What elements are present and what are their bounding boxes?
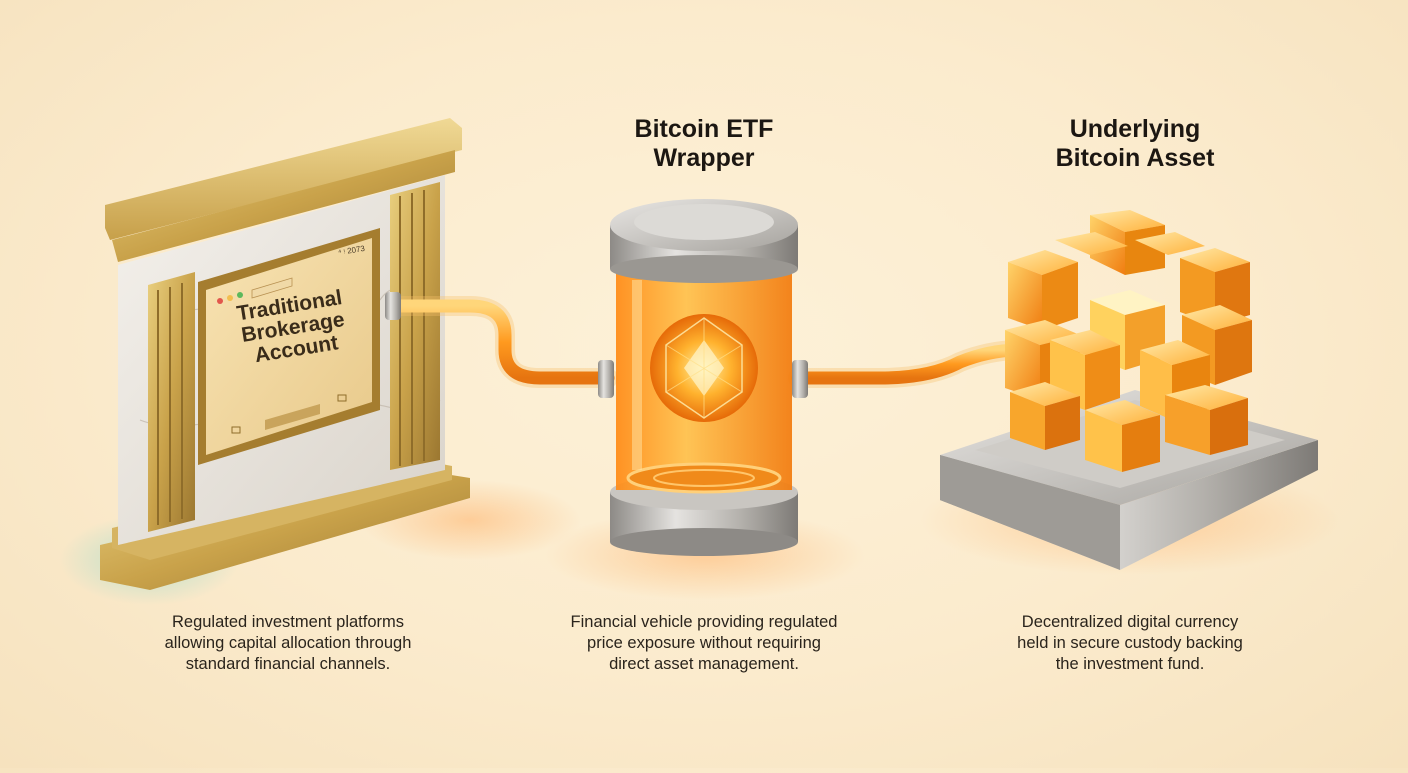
- etf-wrapper-caption: Financial vehicle providing regulated pr…: [544, 612, 864, 675]
- etf-wrapper-heading: Bitcoin ETF Wrapper: [584, 115, 824, 173]
- caption-line: held in secure custody backing: [1017, 634, 1243, 652]
- caption-line: Decentralized digital currency: [1021, 613, 1239, 631]
- heading-line: Underlying: [1069, 115, 1201, 143]
- caption-line: the investment fund.: [1055, 655, 1205, 673]
- caption-line: direct asset management.: [609, 655, 799, 673]
- caption-line: Regulated investment platforms: [171, 613, 405, 631]
- caption-line: allowing capital allocation through: [164, 634, 412, 652]
- caption-line: standard financial channels.: [185, 655, 391, 673]
- heading-line: Wrapper: [653, 144, 755, 172]
- brokerage-building-icon: [100, 118, 470, 590]
- bitcoin-asset-caption: Decentralized digital currency held in s…: [980, 612, 1280, 675]
- heading-line: Bitcoin Asset: [1055, 144, 1215, 172]
- heading-line: Bitcoin ETF: [634, 115, 774, 143]
- bitcoin-cube-icon: [940, 210, 1318, 570]
- brokerage-caption: Regulated investment platforms allowing …: [128, 612, 448, 675]
- etf-canister-icon: [610, 199, 798, 556]
- caption-line: Financial vehicle providing regulated: [570, 613, 838, 631]
- caption-line: price exposure without requiring: [587, 634, 821, 652]
- bitcoin-asset-heading: Underlying Bitcoin Asset: [1005, 115, 1265, 173]
